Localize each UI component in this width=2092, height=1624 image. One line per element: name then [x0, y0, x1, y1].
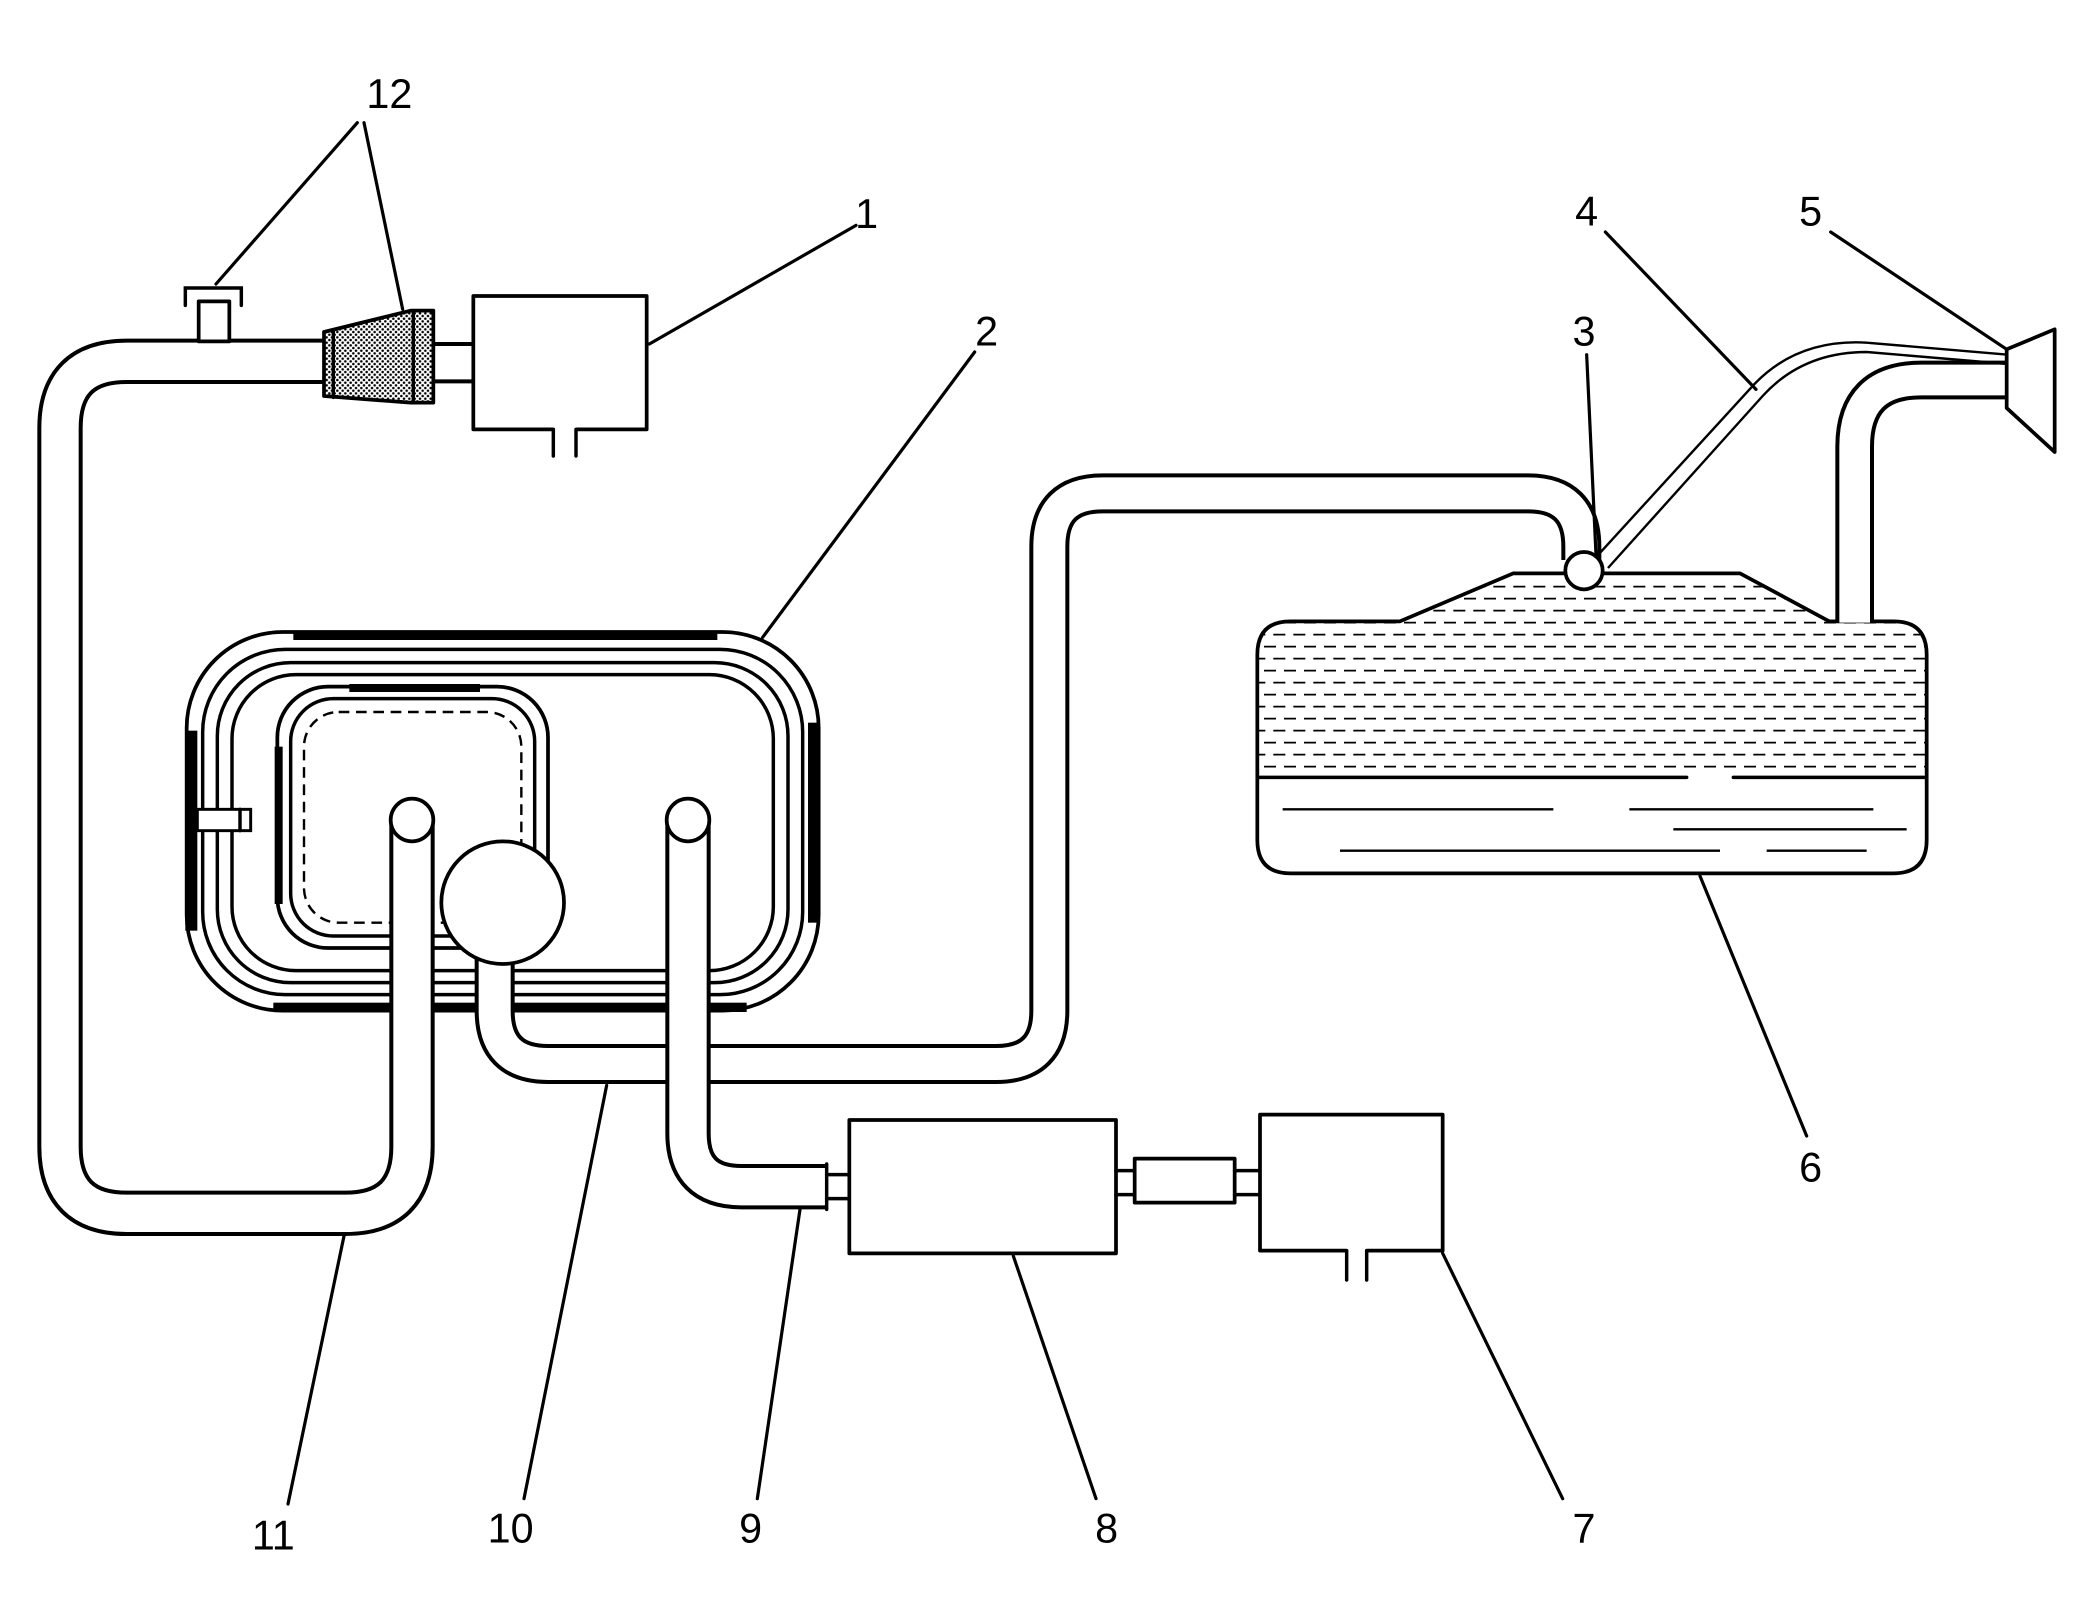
box-1 — [471, 294, 649, 432]
canister-side-fitting — [195, 807, 253, 833]
callout-6: 6 — [1799, 1144, 1822, 1190]
leader-line-8 — [1011, 1254, 1098, 1501]
canister-center-port — [439, 839, 566, 966]
tube-9-port — [664, 796, 712, 844]
callout-labels: 12 1 2 3 4 5 6 7 8 9 10 11 — [252, 71, 1822, 1558]
leader-line-5 — [1829, 230, 2009, 351]
tube-9-bore — [669, 820, 827, 1206]
callout-7: 7 — [1573, 1506, 1596, 1552]
tube-10-bore — [478, 477, 1598, 1080]
leader-line-12a — [214, 121, 359, 286]
tank-vapor-space — [1257, 585, 1927, 768]
chamber-left-band — [274, 746, 283, 904]
leader-lines — [214, 121, 2009, 1506]
cap-lip — [183, 286, 244, 308]
canister-left-band — [185, 730, 198, 931]
chamber-top-band — [349, 684, 480, 692]
vapor-line-inner — [1607, 350, 2009, 569]
callout-3: 3 — [1573, 308, 1596, 354]
tube-11 — [37, 338, 435, 1236]
callout-1: 1 — [855, 191, 878, 237]
callout-11: 11 — [252, 1512, 295, 1558]
box-1-outlet — [551, 427, 578, 458]
leader-line-7 — [1441, 1251, 1565, 1501]
connector-8-to-7 — [1114, 1156, 1262, 1205]
callout-8: 8 — [1095, 1506, 1118, 1552]
tube-10 — [474, 473, 1602, 1084]
fuel-cap — [2004, 327, 2057, 454]
leader-line-10 — [522, 1083, 609, 1501]
leader-line-2 — [761, 350, 977, 639]
callout-12: 12 — [366, 71, 412, 117]
leader-line-3 — [1585, 353, 1598, 557]
leader-line-12b — [362, 121, 405, 311]
filler-neck — [1835, 360, 2008, 623]
box-8 — [847, 1118, 1118, 1256]
canister-top-band — [293, 630, 718, 640]
filler-neck-bore — [1839, 364, 2008, 623]
side-fitting-body — [195, 807, 253, 833]
service-port-cap — [183, 286, 244, 344]
leader-line-11 — [286, 1234, 346, 1506]
filter-element — [322, 308, 436, 405]
leader-line-9 — [755, 1207, 802, 1501]
leader-line-6 — [1698, 874, 1809, 1138]
tank-valve — [1563, 550, 1605, 592]
tube-9 — [665, 820, 852, 1212]
leader-line-4 — [1603, 230, 1758, 391]
connector-body — [1132, 1156, 1237, 1205]
box-7-outlet — [1344, 1248, 1369, 1282]
callout-5: 5 — [1799, 188, 1822, 234]
vapor-line-outer — [1593, 341, 2009, 560]
callout-4: 4 — [1575, 188, 1598, 234]
callout-10: 10 — [488, 1506, 534, 1552]
leader-line-1 — [647, 223, 858, 346]
canister-right-band — [808, 722, 820, 923]
tube-11-port — [388, 796, 436, 844]
callout-9: 9 — [739, 1506, 762, 1552]
tank-liquid — [1256, 775, 1928, 852]
vapor-line-4 — [1593, 341, 2009, 569]
filler-neck-outline — [1835, 360, 2008, 623]
tube-11-bore — [41, 342, 431, 1232]
filter-body — [322, 308, 436, 405]
box-7 — [1258, 1112, 1445, 1253]
callout-2: 2 — [975, 308, 998, 354]
fuel-tank — [1255, 571, 1929, 876]
cap-body — [196, 299, 232, 344]
